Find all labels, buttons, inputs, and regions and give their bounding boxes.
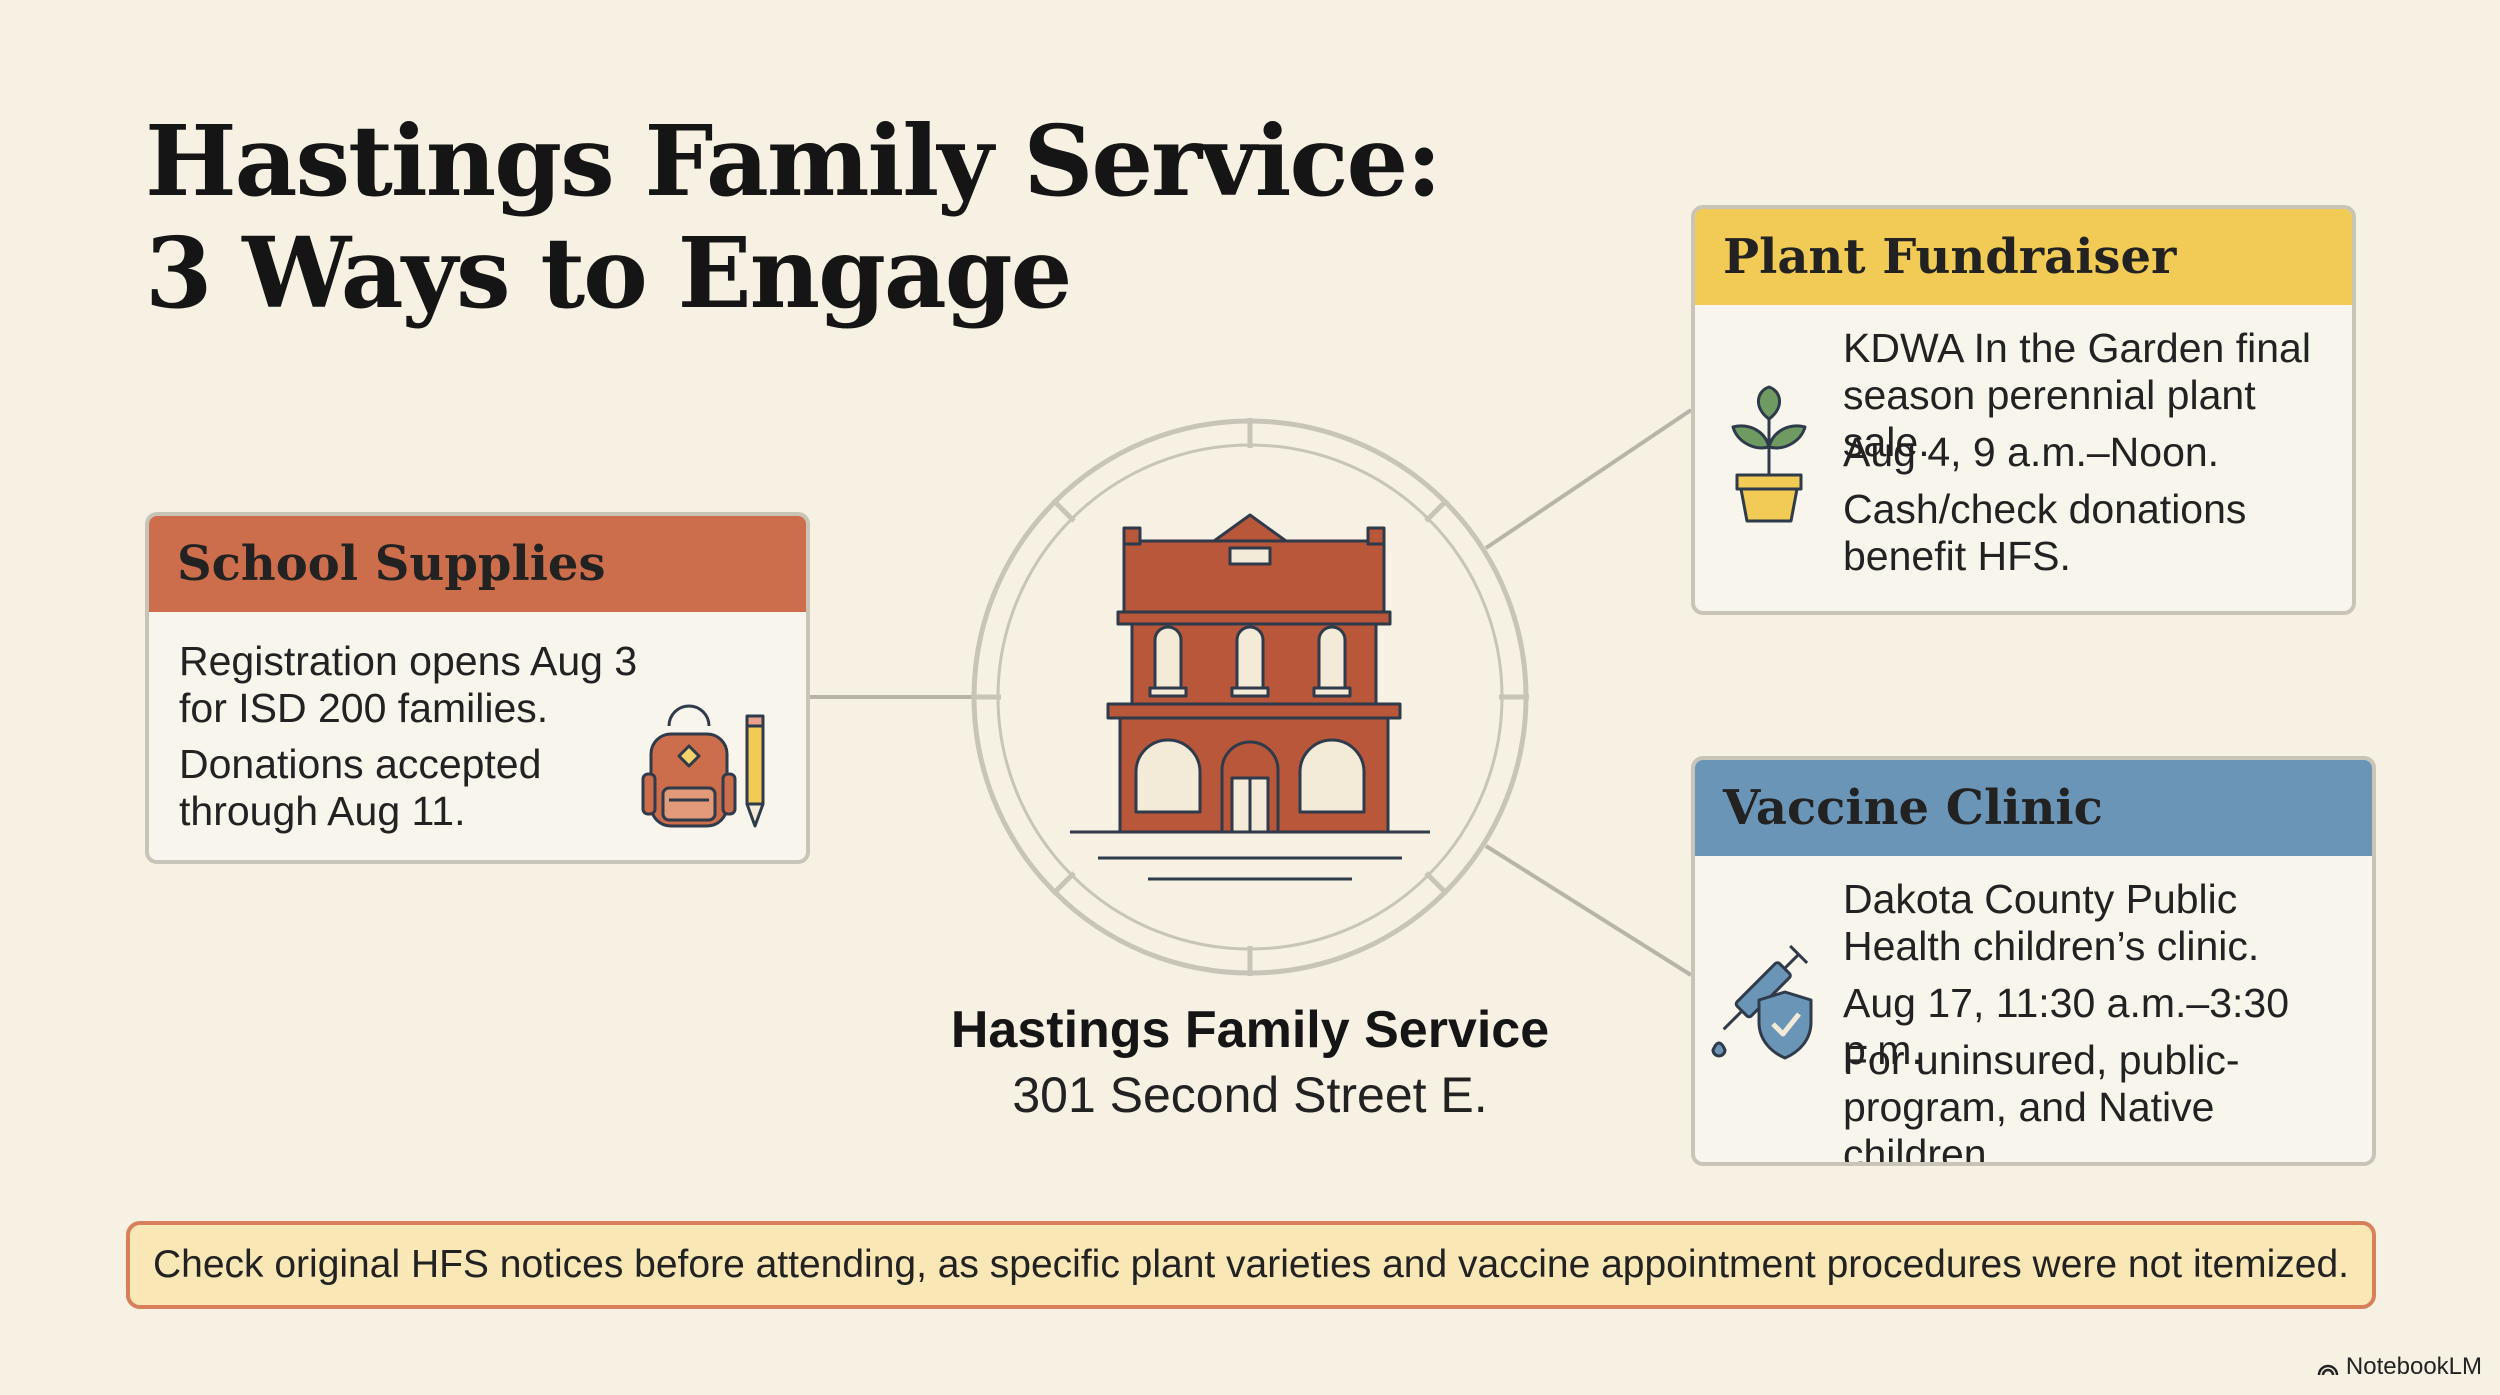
plant-donations-text: Cash/check donations benefit HFS. [1843, 486, 2247, 579]
syringe-shield-icon [1711, 944, 1813, 1060]
hub-name: Hastings Family Service [950, 1001, 1550, 1059]
hub-rings [971, 418, 1529, 976]
brand-badge: NotebookLM [2316, 1353, 2482, 1381]
title-line-1: Hastings Family Service: [145, 104, 1442, 218]
vaccine-eligibility-text: For uninsured, public-program, and Nativ… [1843, 1037, 2240, 1166]
vaccine-provider-text: Dakota County Public Health children’s c… [1843, 876, 2260, 969]
backpack-pencil-icon [641, 704, 765, 828]
vaccine-date-text: Aug 17, 11:30 a.m.–3:30 p.m. [1843, 980, 2290, 1073]
title-line-2: 3 Ways to Engage [145, 216, 1072, 330]
plant-date-text: Aug 4, 9 a.m.–Noon. [1843, 429, 2220, 475]
notebooklm-logo-icon [2317, 1364, 2339, 1376]
school-supplies-card: School Supplies Registration opens Aug 3… [145, 512, 810, 864]
plant-sale-text: KDWA In the Garden final season perennia… [1843, 325, 2311, 465]
brand-label: NotebookLM [2345, 1353, 2482, 1380]
hub-address: 301 Second Street E. [1012, 1067, 1488, 1123]
notice-text: Check original HFS notices before attend… [152, 1243, 2350, 1286]
vaccine-clinic-heading: Vaccine Clinic [1695, 760, 2372, 856]
page-title: Hastings Family Service: 3 Ways to Engag… [145, 104, 1442, 330]
connector-vaccine [1484, 844, 1693, 977]
vaccine-clinic-card: Vaccine Clinic Dakota County Public Heal… [1691, 756, 2376, 1166]
plant-fundraiser-card: Plant Fundraiser KDWA In the Garden fina… [1691, 205, 2356, 615]
school-donations-text: Donations accepted through Aug 11. [179, 741, 542, 834]
plant-fundraiser-heading: Plant Fundraiser [1695, 209, 2352, 305]
school-supplies-heading: School Supplies [149, 516, 806, 612]
building-icon [1070, 513, 1430, 881]
school-registration-text: Registration opens Aug 3 for ISD 200 fam… [179, 638, 638, 731]
connector-plant [1484, 408, 1693, 550]
notice-banner: Check original HFS notices before attend… [126, 1221, 2376, 1309]
potted-plant-icon [1731, 385, 1807, 523]
connector-lines [810, 408, 1693, 977]
